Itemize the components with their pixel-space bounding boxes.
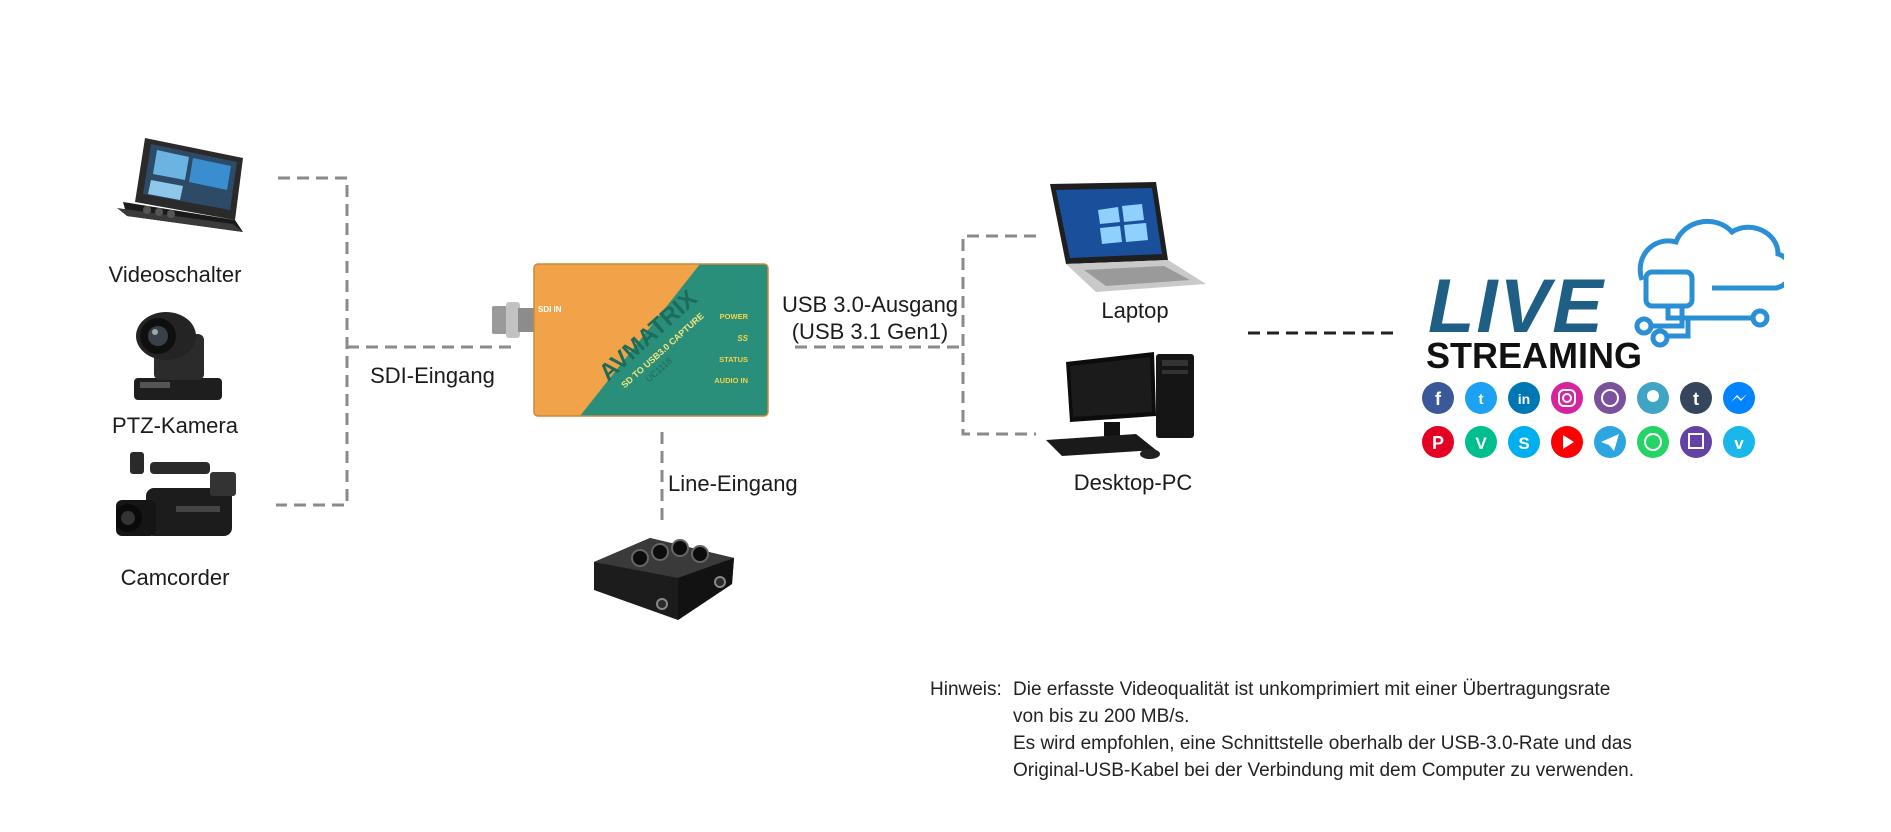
sdi-in-port-label: SDI IN — [538, 305, 562, 314]
cloud-icon — [1634, 219, 1784, 348]
usb-output-line2: (USB 3.1 Gen1) — [791, 319, 949, 344]
video-switcher-label: Videoschalter — [108, 262, 242, 287]
note-body: Die erfasste Videoqualität ist unkomprim… — [1013, 676, 1634, 784]
live-streaming-logo: LIVE STREAMING — [1426, 219, 1784, 374]
whatsapp-icon — [1637, 426, 1669, 458]
twitter-icon: t — [1465, 382, 1497, 414]
youtube-icon — [1551, 426, 1583, 458]
camcorder-image — [116, 452, 236, 536]
line-in-label: Line-Eingang — [668, 471, 798, 496]
skype-icon: S — [1508, 426, 1540, 458]
led-audio-label: AUDIO IN — [714, 376, 748, 385]
camcorder-label: Camcorder — [120, 565, 230, 590]
laptop-label: Laptop — [1101, 298, 1169, 323]
ptz-camera-label: PTZ-Kamera — [112, 413, 238, 438]
laptop-image — [1050, 182, 1206, 292]
desktop-pc-image — [1046, 352, 1194, 459]
tumblr-icon: t — [1680, 382, 1712, 414]
linkedin-icon: in — [1508, 382, 1540, 414]
vine-icon: V — [1465, 426, 1497, 458]
note-line-1: Die erfasste Videoqualität ist unkomprim… — [1013, 679, 1611, 700]
led-status-label: STATUS — [719, 355, 748, 364]
desktop-pc-label: Desktop-PC — [1073, 470, 1193, 495]
streaming-text: STREAMING — [1426, 335, 1642, 374]
vimeo-icon: v — [1723, 426, 1755, 458]
usb-output-line1: USB 3.0-Ausgang — [781, 292, 959, 317]
bnc-connector — [492, 306, 508, 334]
connector-computers — [961, 234, 1036, 436]
usb-output-label: USB 3.0-Ausgang (USB 3.1 Gen1) — [770, 291, 970, 345]
led-ss-label: SS — [737, 334, 748, 343]
periscope-icon — [1637, 382, 1669, 414]
svg-text:S: S — [1518, 434, 1529, 453]
twitch-icon — [1680, 426, 1712, 458]
svg-text:in: in — [1518, 391, 1530, 407]
instagram-icon — [1551, 382, 1583, 414]
svg-text:t: t — [1479, 391, 1484, 408]
audio-mixer-image — [594, 538, 734, 620]
viber-icon — [1594, 382, 1626, 414]
svg-text:t: t — [1693, 389, 1699, 409]
led-power-label: POWER — [720, 312, 749, 321]
telegram-icon — [1594, 426, 1626, 458]
svg-text:P: P — [1432, 433, 1444, 453]
ptz-camera-image — [134, 312, 222, 400]
note-line-4: Original-USB-Kabel bei der Verbindung mi… — [1013, 760, 1634, 781]
svg-text:f: f — [1435, 389, 1442, 409]
svg-text:V: V — [1475, 434, 1487, 453]
capture-device: AVMATRIX SD TO USB3.0 CAPTURE UC1118 SDI… — [492, 263, 769, 417]
note-line-3: Es wird empfohlen, eine Schnittstelle ob… — [1013, 733, 1632, 754]
facebook-icon: f — [1422, 382, 1454, 414]
pinterest-icon: P — [1422, 426, 1454, 458]
note-line-2: von bis zu 200 MB/s. — [1013, 706, 1190, 727]
sdi-input-label: SDI-Eingang — [370, 363, 495, 388]
connector-switcher — [276, 176, 349, 507]
messenger-icon — [1723, 382, 1755, 414]
social-icons: f t in t P V S v — [1422, 382, 1755, 458]
note-label: Hinweis: — [930, 679, 1002, 700]
svg-text:v: v — [1734, 434, 1744, 453]
video-switcher-image — [117, 138, 243, 232]
live-text: LIVE — [1428, 264, 1605, 349]
